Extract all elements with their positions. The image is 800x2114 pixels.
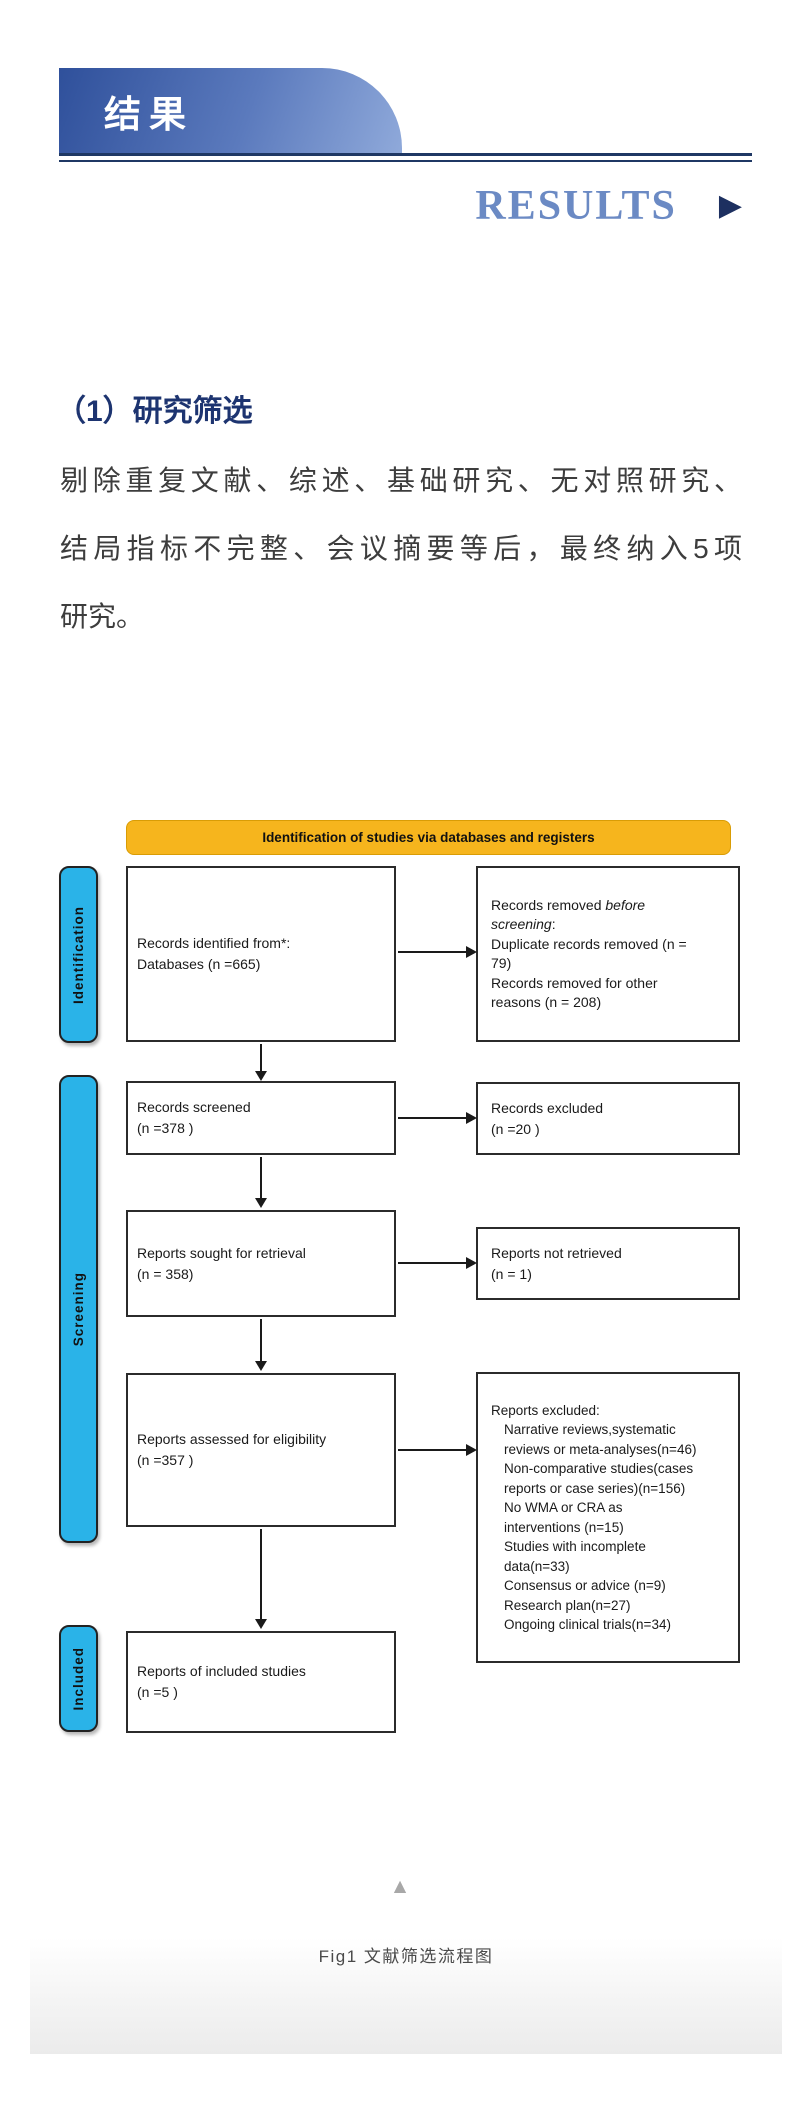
flow-box-line: interventions (n=15) bbox=[504, 1519, 624, 1535]
flow-box-line: Research plan(n=27) bbox=[504, 1597, 631, 1613]
flow-box-line: Records excluded bbox=[491, 1099, 604, 1116]
right-arrow-icon: ▶ bbox=[718, 189, 742, 222]
flow-box-records-removed: Records removed before screening: Duplic… bbox=[476, 866, 740, 1042]
stage-tab-identification: Identification bbox=[59, 866, 98, 1043]
flow-arrow-down-icon bbox=[255, 1319, 267, 1371]
flow-arrow-down-icon bbox=[255, 1157, 267, 1208]
flow-box-line: Reports excluded: bbox=[491, 1402, 600, 1418]
stage-tab-label: Screening bbox=[71, 1271, 86, 1347]
section-banner: 结果 bbox=[59, 68, 402, 153]
flow-box-line: Consensus or advice (n=9) bbox=[504, 1578, 666, 1593]
flow-box-line: Reports sought for retrieval bbox=[137, 1244, 306, 1261]
flow-box-line: Records identified from*: bbox=[137, 935, 291, 951]
paragraph-line: 研究。 bbox=[60, 601, 145, 632]
results-heading: RESULTS bbox=[475, 183, 677, 229]
collapse-triangle-icon[interactable]: ▲ bbox=[389, 1875, 411, 1898]
flow-box-line: No WMA or CRA as bbox=[504, 1500, 623, 1515]
flow-box-line: screening: bbox=[491, 916, 556, 932]
figure-caption: Fig1 文献筛选流程图 bbox=[318, 1947, 494, 1966]
flow-box-line: Records screened bbox=[137, 1099, 251, 1115]
flow-box-line: (n = 1) bbox=[491, 1265, 532, 1282]
flow-box-line: reviews or meta-analyses(n=46) bbox=[504, 1441, 697, 1457]
flow-box-reports-sought: Reports sought for retrieval (n = 358) bbox=[126, 1210, 396, 1317]
flow-box-line: 79) bbox=[491, 955, 512, 971]
stage-tab-included: Included bbox=[59, 1625, 98, 1732]
body-paragraph: 剔除重复文献、综述、基础研究、无对照研究、 结局指标不完整、会议摘要等后，最终纳… bbox=[60, 447, 742, 651]
flow-box-line: Records removed before bbox=[491, 896, 646, 913]
flow-arrow-right-icon bbox=[398, 946, 477, 958]
flow-arrow-down-icon bbox=[255, 1529, 267, 1629]
banner-title: 结果 bbox=[104, 93, 194, 135]
results-heading-row: RESULTS ▶ bbox=[0, 183, 742, 229]
paragraph-line: 结局指标不完整、会议摘要等后，最终纳入5项 bbox=[60, 533, 742, 564]
flow-box-line: data(n=33) bbox=[504, 1558, 570, 1574]
flow-box-line: Non-comparative studies(cases bbox=[504, 1461, 694, 1476]
flow-box-line: Reports of included studies bbox=[137, 1663, 306, 1679]
flow-box-line: (n = 358) bbox=[137, 1265, 194, 1282]
flow-arrow-down-icon bbox=[255, 1044, 267, 1081]
flow-box-line: (n =5 ) bbox=[137, 1684, 178, 1700]
flow-box-reports-not-retrieved: Reports not retrieved (n = 1) bbox=[476, 1227, 740, 1300]
subsection-title: （1）研究筛选 bbox=[56, 395, 253, 428]
figure-caption-background bbox=[30, 1938, 782, 2054]
flow-box-line: Duplicate records removed (n = bbox=[491, 935, 687, 952]
stage-tab-label: Included bbox=[71, 1646, 86, 1711]
flow-box-line: (n =20 ) bbox=[491, 1120, 540, 1137]
flow-box-reports-included: Reports of included studies (n =5 ) bbox=[126, 1631, 396, 1733]
flow-box-line: Narrative reviews,systematic bbox=[504, 1422, 676, 1437]
flow-box-records-excluded: Records excluded (n =20 ) bbox=[476, 1082, 740, 1155]
flow-arrow-right-icon bbox=[398, 1444, 477, 1456]
flow-box-line: reports or case series)(n=156) bbox=[504, 1480, 686, 1496]
flow-box-reports-excluded-list: Reports excluded: Narrative reviews,syst… bbox=[476, 1372, 740, 1663]
stage-tab-screening: Screening bbox=[59, 1075, 98, 1543]
flow-box-records-screened: Records screened (n =378 ) bbox=[126, 1081, 396, 1155]
flowchart-header-bar: Identification of studies via databases … bbox=[126, 820, 731, 855]
flow-box-line: Reports assessed for eligibility bbox=[137, 1431, 327, 1447]
flow-box-line: (n =357 ) bbox=[137, 1452, 194, 1468]
flow-box-line: Databases (n =665) bbox=[137, 956, 261, 972]
flow-box-line: Reports not retrieved bbox=[491, 1244, 622, 1261]
divider-line-thick bbox=[59, 153, 752, 156]
flow-box-reports-assessed: Reports assessed for eligibility (n =357… bbox=[126, 1373, 396, 1527]
flow-box-line: Studies with incomplete bbox=[504, 1539, 646, 1554]
flow-box-line: reasons (n = 208) bbox=[491, 994, 602, 1010]
flow-box-records-identified: Records identified from*: Databases (n =… bbox=[126, 866, 396, 1042]
flow-arrow-right-icon bbox=[398, 1257, 477, 1269]
paragraph-line: 剔除重复文献、综述、基础研究、无对照研究、 bbox=[60, 465, 742, 496]
flow-box-line: Records removed for other bbox=[491, 974, 658, 991]
stage-tab-label: Identification bbox=[71, 905, 86, 1004]
flow-arrow-right-icon bbox=[398, 1112, 477, 1124]
divider-line-thin bbox=[59, 160, 752, 162]
flow-box-line: (n =378 ) bbox=[137, 1120, 194, 1136]
flow-box-line: Ongoing clinical trials(n=34) bbox=[504, 1617, 671, 1632]
